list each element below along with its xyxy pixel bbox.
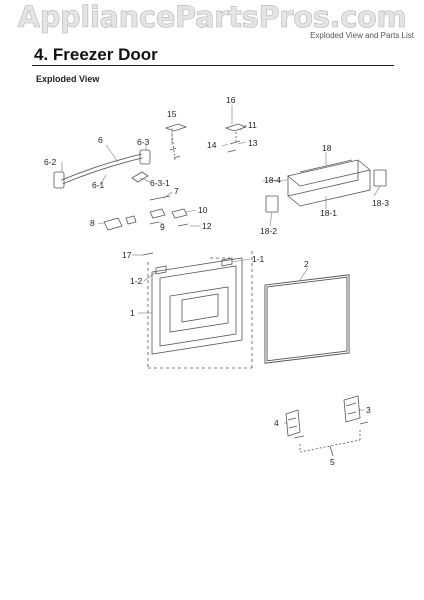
label-18-4: 18-4	[264, 175, 281, 185]
middle-parts	[103, 195, 230, 259]
label-6-3: 6-3	[137, 137, 150, 147]
label-18-1: 18-1	[320, 208, 337, 218]
label-15: 15	[167, 109, 177, 119]
label-3: 3	[366, 405, 371, 415]
label-8: 8	[90, 218, 95, 228]
label-1-2: 1-2	[130, 276, 143, 286]
label-12: 12	[202, 221, 212, 231]
label-6-2: 6-2	[44, 157, 57, 167]
leader-lines	[61, 105, 381, 424]
page-title: 4. Freezer Door	[34, 45, 158, 64]
label-17: 17	[122, 250, 132, 260]
label-14: 14	[207, 140, 217, 150]
label-18-3: 18-3	[372, 198, 389, 208]
label-16: 16	[226, 95, 236, 105]
watermark: AppliancePartsPros.com	[17, 0, 407, 34]
lower-cap-parts	[285, 395, 369, 457]
upper-hinge-parts	[164, 123, 248, 161]
header-note: Exploded View and Parts List	[310, 31, 414, 40]
handle-assembly	[53, 149, 151, 189]
door-liner	[147, 250, 253, 369]
label-6: 6	[98, 135, 103, 145]
title-rule	[32, 65, 394, 66]
label-5: 5	[330, 457, 335, 467]
label-7: 7	[174, 186, 179, 196]
label-4: 4	[274, 418, 279, 428]
label-13: 13	[248, 138, 258, 148]
subtitle: Exploded View	[36, 74, 100, 84]
label-6-3-1: 6-3-1	[150, 178, 170, 188]
label-9: 9	[160, 222, 165, 232]
label-1-1: 1-1	[252, 254, 265, 264]
label-18-2: 18-2	[260, 226, 277, 236]
label-6-1: 6-1	[92, 180, 105, 190]
door-gasket	[264, 274, 350, 364]
label-1: 1	[130, 308, 135, 318]
part-labels: 6 6-3 6-2 6-1 6-3-1 15 16 11 14 13 7 8 1…	[44, 95, 389, 467]
label-10: 10	[198, 205, 208, 215]
label-2: 2	[304, 259, 309, 269]
label-11: 11	[248, 120, 257, 130]
label-18: 18	[322, 143, 332, 153]
